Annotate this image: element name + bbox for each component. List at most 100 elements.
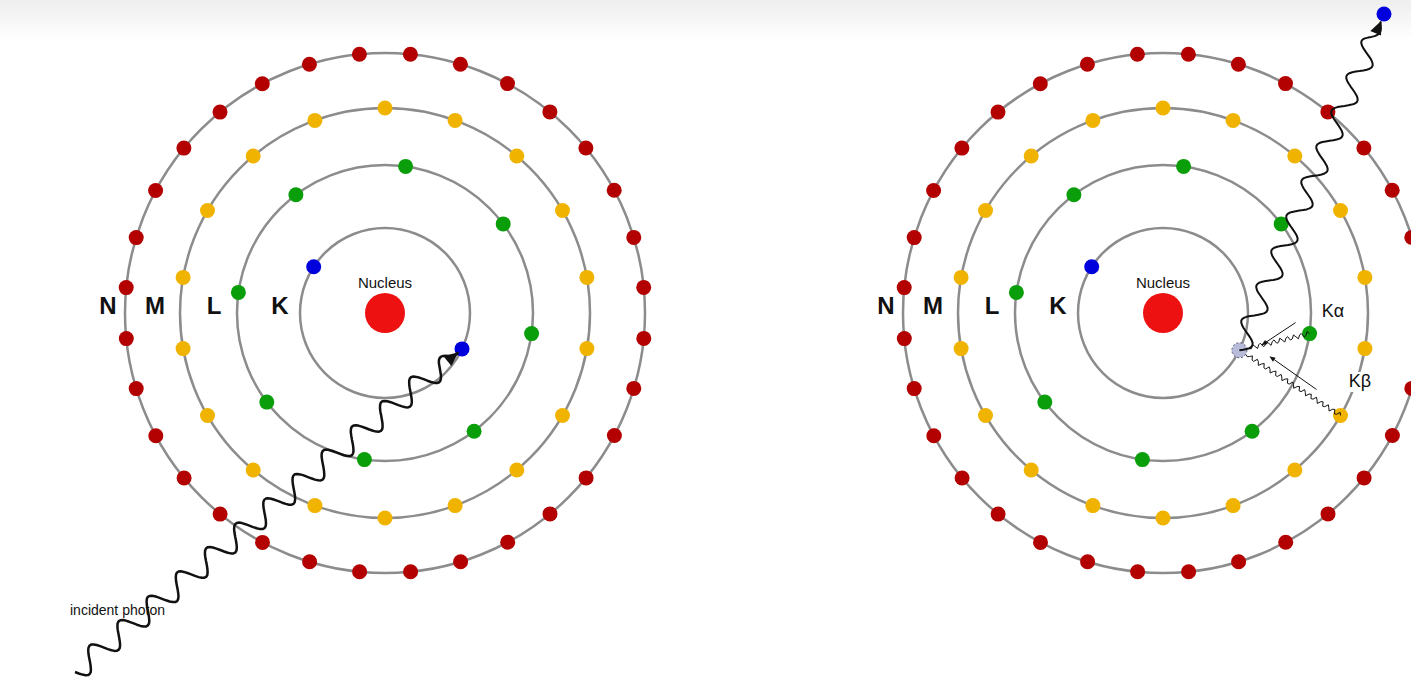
electron — [1385, 183, 1400, 198]
shell-label: K — [270, 293, 289, 319]
electron — [1385, 428, 1400, 443]
electron — [453, 57, 468, 72]
electron — [955, 471, 970, 486]
electron — [148, 428, 163, 443]
electron — [500, 76, 515, 91]
electron — [636, 331, 651, 346]
electron — [1181, 564, 1196, 579]
electron — [1156, 101, 1171, 116]
electron — [1024, 463, 1039, 478]
k-shell-ring — [1078, 228, 1248, 398]
electron — [897, 280, 912, 295]
electron — [352, 564, 367, 579]
electron — [1084, 259, 1099, 274]
nucleus — [365, 293, 405, 333]
electron — [1009, 285, 1024, 300]
electron — [1037, 395, 1052, 410]
electron — [509, 149, 524, 164]
electron — [1357, 341, 1372, 356]
nucleus-label: Nucleus — [358, 275, 412, 292]
nucleus — [1143, 293, 1183, 333]
electron — [448, 113, 463, 128]
electron — [1226, 498, 1241, 513]
ejected-electron — [1377, 7, 1392, 22]
electron — [246, 463, 261, 478]
electron — [213, 105, 228, 120]
electron — [403, 564, 418, 579]
electron — [129, 381, 144, 396]
electron — [176, 341, 191, 356]
electron — [467, 424, 482, 439]
electron — [1357, 470, 1372, 485]
shell-label: M — [922, 293, 944, 319]
photon-label: incident photon — [70, 603, 165, 618]
electron — [1231, 57, 1246, 72]
electron — [176, 141, 191, 156]
electron — [1080, 554, 1095, 569]
electron — [288, 187, 303, 202]
electron — [119, 280, 134, 295]
arrow-head — [443, 352, 458, 366]
electron — [1156, 511, 1171, 526]
electron — [306, 259, 321, 274]
shell-label: K — [1048, 293, 1067, 319]
shell-label: N — [98, 293, 117, 319]
electron — [1033, 76, 1048, 91]
electron — [378, 101, 393, 116]
electron — [213, 507, 228, 522]
photon-wave — [75, 352, 458, 675]
electron — [991, 507, 1006, 522]
electron — [991, 105, 1006, 120]
electron — [607, 183, 622, 198]
electron — [607, 428, 622, 443]
electron — [1066, 187, 1081, 202]
electron — [500, 535, 515, 550]
electron — [978, 203, 993, 218]
electron — [897, 331, 912, 346]
direction-arrow — [1274, 360, 1316, 390]
electron — [926, 183, 941, 198]
shell-label: L — [206, 293, 223, 319]
electron — [200, 408, 215, 423]
electron — [1033, 535, 1048, 550]
electron — [954, 341, 969, 356]
electron — [579, 470, 594, 485]
electron — [542, 104, 557, 119]
electron — [524, 326, 539, 341]
electron — [148, 183, 163, 198]
electron — [954, 141, 969, 156]
electron — [1356, 141, 1371, 156]
electron — [1085, 113, 1100, 128]
electron — [1135, 452, 1150, 467]
electron — [176, 270, 191, 285]
electron — [1176, 159, 1191, 174]
electron — [555, 408, 570, 423]
electron — [1404, 230, 1411, 245]
electron — [543, 506, 558, 521]
electron — [626, 230, 641, 245]
electron — [398, 159, 413, 174]
electron — [378, 511, 393, 526]
electron — [1333, 203, 1348, 218]
emission-label: Kα — [1321, 302, 1345, 322]
electron — [509, 463, 524, 478]
electron — [1130, 564, 1145, 579]
electron — [177, 471, 192, 486]
electron — [231, 285, 246, 300]
electron — [954, 270, 969, 285]
m-shell-ring — [958, 108, 1368, 518]
electron — [1278, 535, 1293, 550]
m-shell-ring — [180, 108, 590, 518]
electron — [1357, 270, 1372, 285]
electron — [578, 141, 593, 156]
electron — [1321, 506, 1336, 521]
photon-wave — [1246, 355, 1340, 416]
electron — [579, 341, 594, 356]
electron — [555, 203, 570, 218]
l-shell-ring — [237, 165, 533, 461]
shell-label: N — [876, 293, 895, 319]
electron — [978, 408, 993, 423]
electron — [200, 203, 215, 218]
electron — [496, 216, 511, 231]
